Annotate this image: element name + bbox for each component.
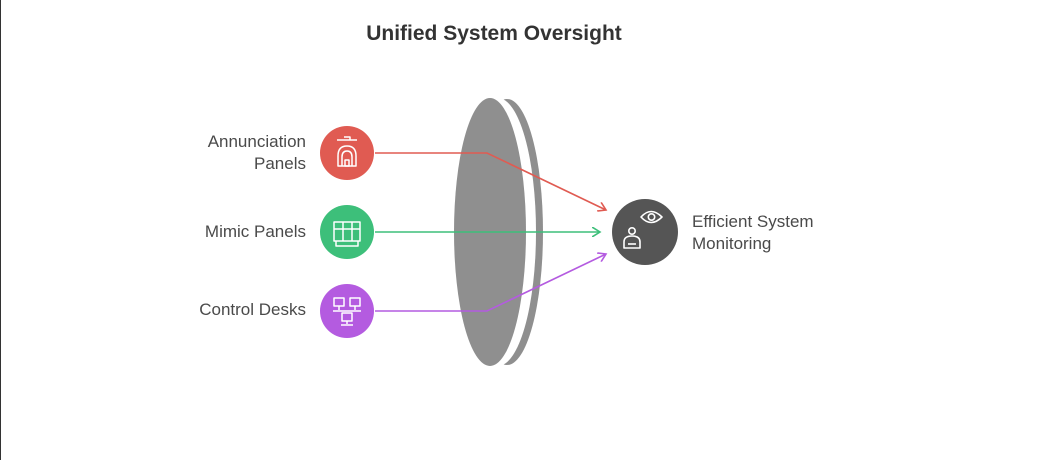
mimic-panel-icon — [333, 221, 361, 247]
mimic-node — [320, 205, 374, 259]
connector-annunciation — [375, 152, 606, 210]
control-desk-icon — [333, 297, 361, 326]
mimic-panels-label: Mimic Panels — [204, 222, 306, 241]
efficient-system-monitoring-label: Efficient System Monitoring — [692, 212, 814, 253]
annunciation-node — [320, 126, 374, 180]
diagram-title: Unified System Oversight — [366, 22, 622, 45]
output-node — [612, 199, 678, 265]
control-desks-label: Control Desks — [199, 300, 306, 319]
alarm-bell-icon — [337, 136, 357, 167]
annunciation-panels-label: Annunciation Panels — [207, 132, 306, 173]
frame-border — [0, 0, 1, 460]
connector-control — [375, 254, 606, 312]
control-node — [320, 284, 374, 338]
monitoring-eye-icon — [623, 210, 663, 249]
